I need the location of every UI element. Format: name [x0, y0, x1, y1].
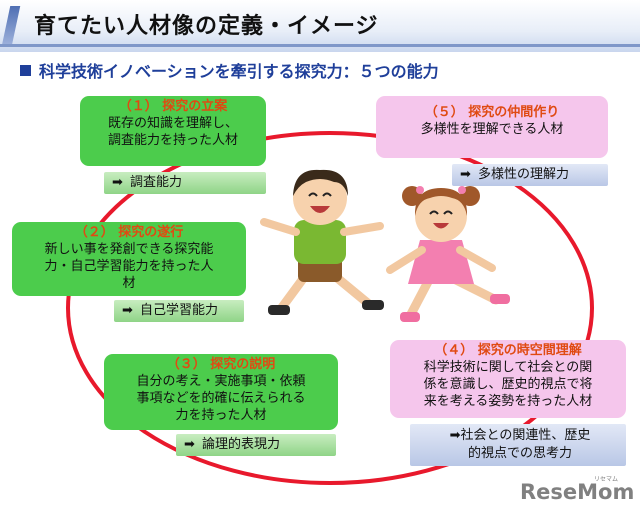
logo-kana: リセマム	[594, 476, 619, 483]
children-illustration	[260, 169, 510, 322]
box-plan-heading: （１） 探究の立案	[118, 99, 228, 114]
box-plan: （１） 探究の立案 既存の知識を理解し、 調査能力を持った人材	[80, 96, 266, 166]
box-explain-line-1: 自分の考え・実施事項・依頼	[136, 374, 306, 389]
tag-research-label: 調査能力	[130, 175, 183, 190]
page-title: 育てたい人材像の定義・イメージ	[34, 14, 379, 39]
box-spacetime-line-2: 係を意識し、歴史的視点で将	[423, 377, 593, 392]
arrow-right-icon: ➡	[122, 303, 133, 318]
tag-research: ➡ 調査能力	[104, 172, 266, 194]
girl-figure	[386, 186, 510, 322]
box-plan-line-1: 既存の知識を理解し、	[107, 116, 238, 131]
box-spacetime-line-1: 科学技術に関して社会との関	[423, 360, 593, 375]
box-execute-line-3: 材	[122, 276, 136, 291]
title-stripe	[0, 44, 640, 47]
box-teambuilding: （５） 探究の仲間作り 多様性を理解できる人材	[376, 96, 608, 158]
tag-logical-expression-label: 論理的表現力	[202, 437, 281, 452]
boy-figure	[260, 169, 384, 315]
tag-self-learning: ➡ 自己学習能力	[114, 300, 244, 322]
arrow-right-icon: ➡	[112, 175, 123, 190]
tag-social-historical: ➡社会との関連性、歴史 的視点での思考力	[410, 424, 626, 466]
box-execute-line-1: 新しい事を発創できる探究能	[44, 242, 214, 257]
title-bar: 育てたい人材像の定義・イメージ	[0, 0, 640, 52]
arrow-right-icon: ➡	[460, 167, 471, 182]
box-spacetime-heading: （４） 探究の時空間理解	[434, 343, 582, 358]
box-explain: （３） 探究の説明 自分の考え・実施事項・依頼 事項などを的確に伝えられる 力を…	[104, 354, 338, 430]
tag-self-learning-label: 自己学習能力	[140, 303, 219, 318]
subtitle: 科学技術イノベーションを牽引する探究力：５つの能力	[20, 58, 439, 82]
box-explain-line-2: 事項などを的確に伝えられる	[136, 391, 306, 406]
box-spacetime: （４） 探究の時空間理解 科学技術に関して社会との関 係を意識し、歴史的視点で将…	[390, 340, 626, 418]
tag-logical-expression: ➡ 論理的表現力	[176, 434, 336, 456]
tag-diversity: ➡ 多様性の理解力	[452, 164, 608, 186]
arrow-right-icon: ➡	[184, 437, 195, 452]
box-explain-line-3: 力を持った人材	[175, 408, 267, 423]
box-explain-heading: （３） 探究の説明	[166, 357, 276, 372]
arrow-right-icon: ➡	[449, 428, 461, 443]
box-execute-heading: （２） 探究の遂行	[74, 225, 184, 240]
subtitle-text: 科学技術イノベーションを牽引する探究力：５つの能力	[39, 62, 439, 81]
box-execute-line-2: 力・自己学習能力を持った人	[44, 259, 214, 274]
box-plan-line-2: 調査能力を持った人材	[107, 133, 238, 148]
tag-social-historical-line-2: 的視点での思考力	[467, 446, 572, 461]
tag-diversity-label: 多様性の理解力	[478, 167, 570, 182]
tag-social-historical-line-1: 社会との関連性、歴史	[460, 428, 591, 443]
resemom-logo: ReseMom	[520, 480, 635, 504]
box-spacetime-line-3: 来を考える姿勢を持った人材	[423, 394, 593, 409]
box-teambuilding-line-1: 多様性を理解できる人材	[420, 122, 564, 137]
bullet-square-icon	[20, 65, 31, 76]
box-teambuilding-heading: （５） 探究の仲間作り	[424, 105, 560, 120]
box-execute: （２） 探究の遂行 新しい事を発創できる探究能 力・自己学習能力を持った人 材	[12, 222, 246, 296]
